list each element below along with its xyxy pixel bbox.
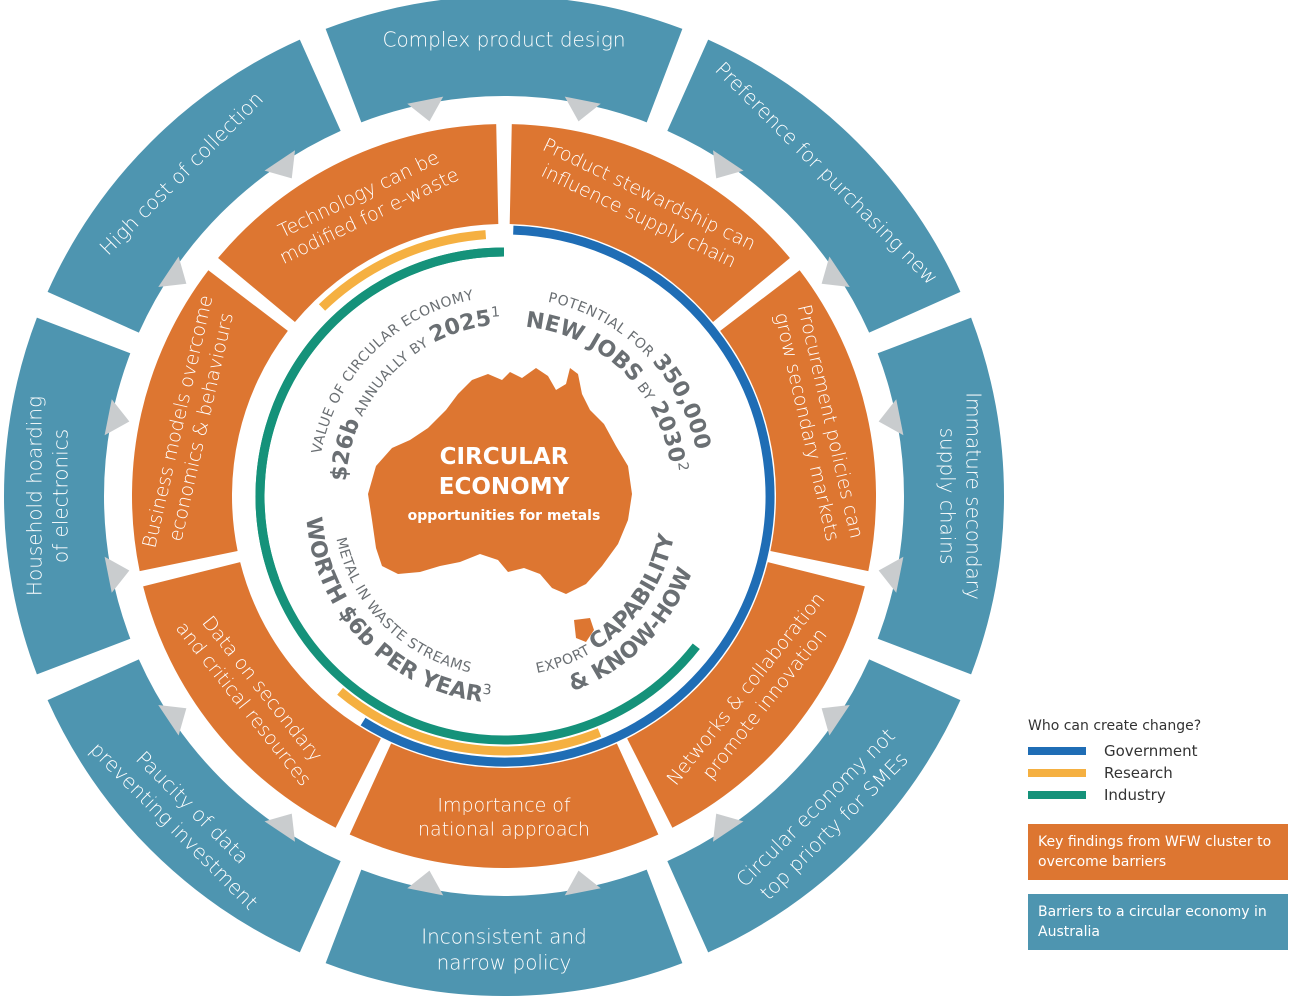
barrier-segment-4	[325, 869, 683, 997]
finding-segment-3	[349, 743, 659, 869]
barrier-text-6-line-1: of electronics	[49, 429, 73, 563]
legend: Who can create change? Government Resear…	[1028, 718, 1288, 950]
arrow-marker-1	[564, 96, 601, 122]
center-subtitle: opportunities for metals	[408, 508, 601, 524]
arrow-marker-10	[264, 813, 296, 842]
barrier-segment-3	[667, 659, 961, 953]
finding-segment-4	[143, 562, 381, 828]
arrow-marker-13	[104, 399, 130, 436]
arrow-marker-2	[712, 150, 744, 179]
arrow-marker-4	[878, 399, 904, 436]
arrow-marker-5	[878, 556, 904, 593]
arrow-markers	[104, 96, 904, 896]
barrier-text-4-line-1: narrow policy	[437, 951, 572, 975]
barrier-segment-0	[325, 0, 683, 123]
tasmania-icon	[574, 618, 594, 642]
legend-item-industry: Industry	[1028, 784, 1288, 806]
finding-segment-1	[720, 270, 876, 572]
barrier-segment-1	[667, 39, 961, 333]
center-title-line2: ECONOMY	[439, 474, 570, 500]
arrow-marker-9	[407, 870, 444, 896]
industry-swatch	[1028, 791, 1086, 799]
barrier-text-4-line-0: Inconsistent and	[421, 925, 587, 949]
arrow-marker-8	[564, 870, 601, 896]
government-swatch	[1028, 747, 1086, 755]
finding-segment-5	[132, 270, 288, 572]
legend-findings-box: Key findings from WFW cluster to overcom…	[1028, 824, 1288, 880]
arrow-marker-15	[264, 150, 296, 179]
finding-segment-2	[627, 562, 865, 828]
legend-label-industry: Industry	[1104, 786, 1166, 804]
arrow-marker-12	[104, 556, 130, 593]
barrier-text-6-line-0: Household hoarding	[23, 396, 47, 596]
arrow-marker-3	[821, 256, 850, 288]
legend-barriers-box: Barriers to a circular economy in Austra…	[1028, 894, 1288, 950]
finding-segment-0	[509, 124, 790, 322]
legend-item-research: Research	[1028, 762, 1288, 784]
barrier-text-0-line-0: Complex product design	[382, 28, 625, 52]
legend-item-government: Government	[1028, 740, 1288, 762]
center-title-line1: CIRCULAR	[440, 444, 569, 470]
barrier-segment-5	[47, 659, 341, 953]
barrier-segment-2	[877, 317, 1005, 675]
research-arc-upper	[318, 230, 487, 311]
research-swatch	[1028, 769, 1086, 777]
barrier-segment-6	[3, 317, 131, 675]
arrow-marker-14	[158, 256, 187, 288]
government-arc	[360, 225, 775, 767]
arrow-marker-0	[407, 96, 444, 122]
legend-label-research: Research	[1104, 764, 1173, 782]
australia-map-icon	[368, 368, 632, 594]
finding-text-3-line-0: Importance of	[437, 795, 571, 817]
arrow-marker-6	[821, 704, 850, 736]
barrier-segment-7	[47, 39, 341, 333]
barrier-text-2-line-1: supply chains	[936, 428, 960, 565]
finding-segment-6	[218, 124, 499, 322]
legend-label-government: Government	[1104, 742, 1198, 760]
barrier-text-2-line-0: Immature secondary	[962, 392, 986, 600]
stakeholder-arcs	[255, 225, 775, 767]
legend-question: Who can create change?	[1028, 718, 1202, 734]
industry-arc-left	[255, 247, 505, 581]
finding-text-3-line-1: national approach	[418, 819, 590, 841]
research-arc-lower	[337, 687, 602, 756]
arrow-marker-11	[158, 704, 187, 736]
arrow-marker-7	[712, 813, 744, 842]
